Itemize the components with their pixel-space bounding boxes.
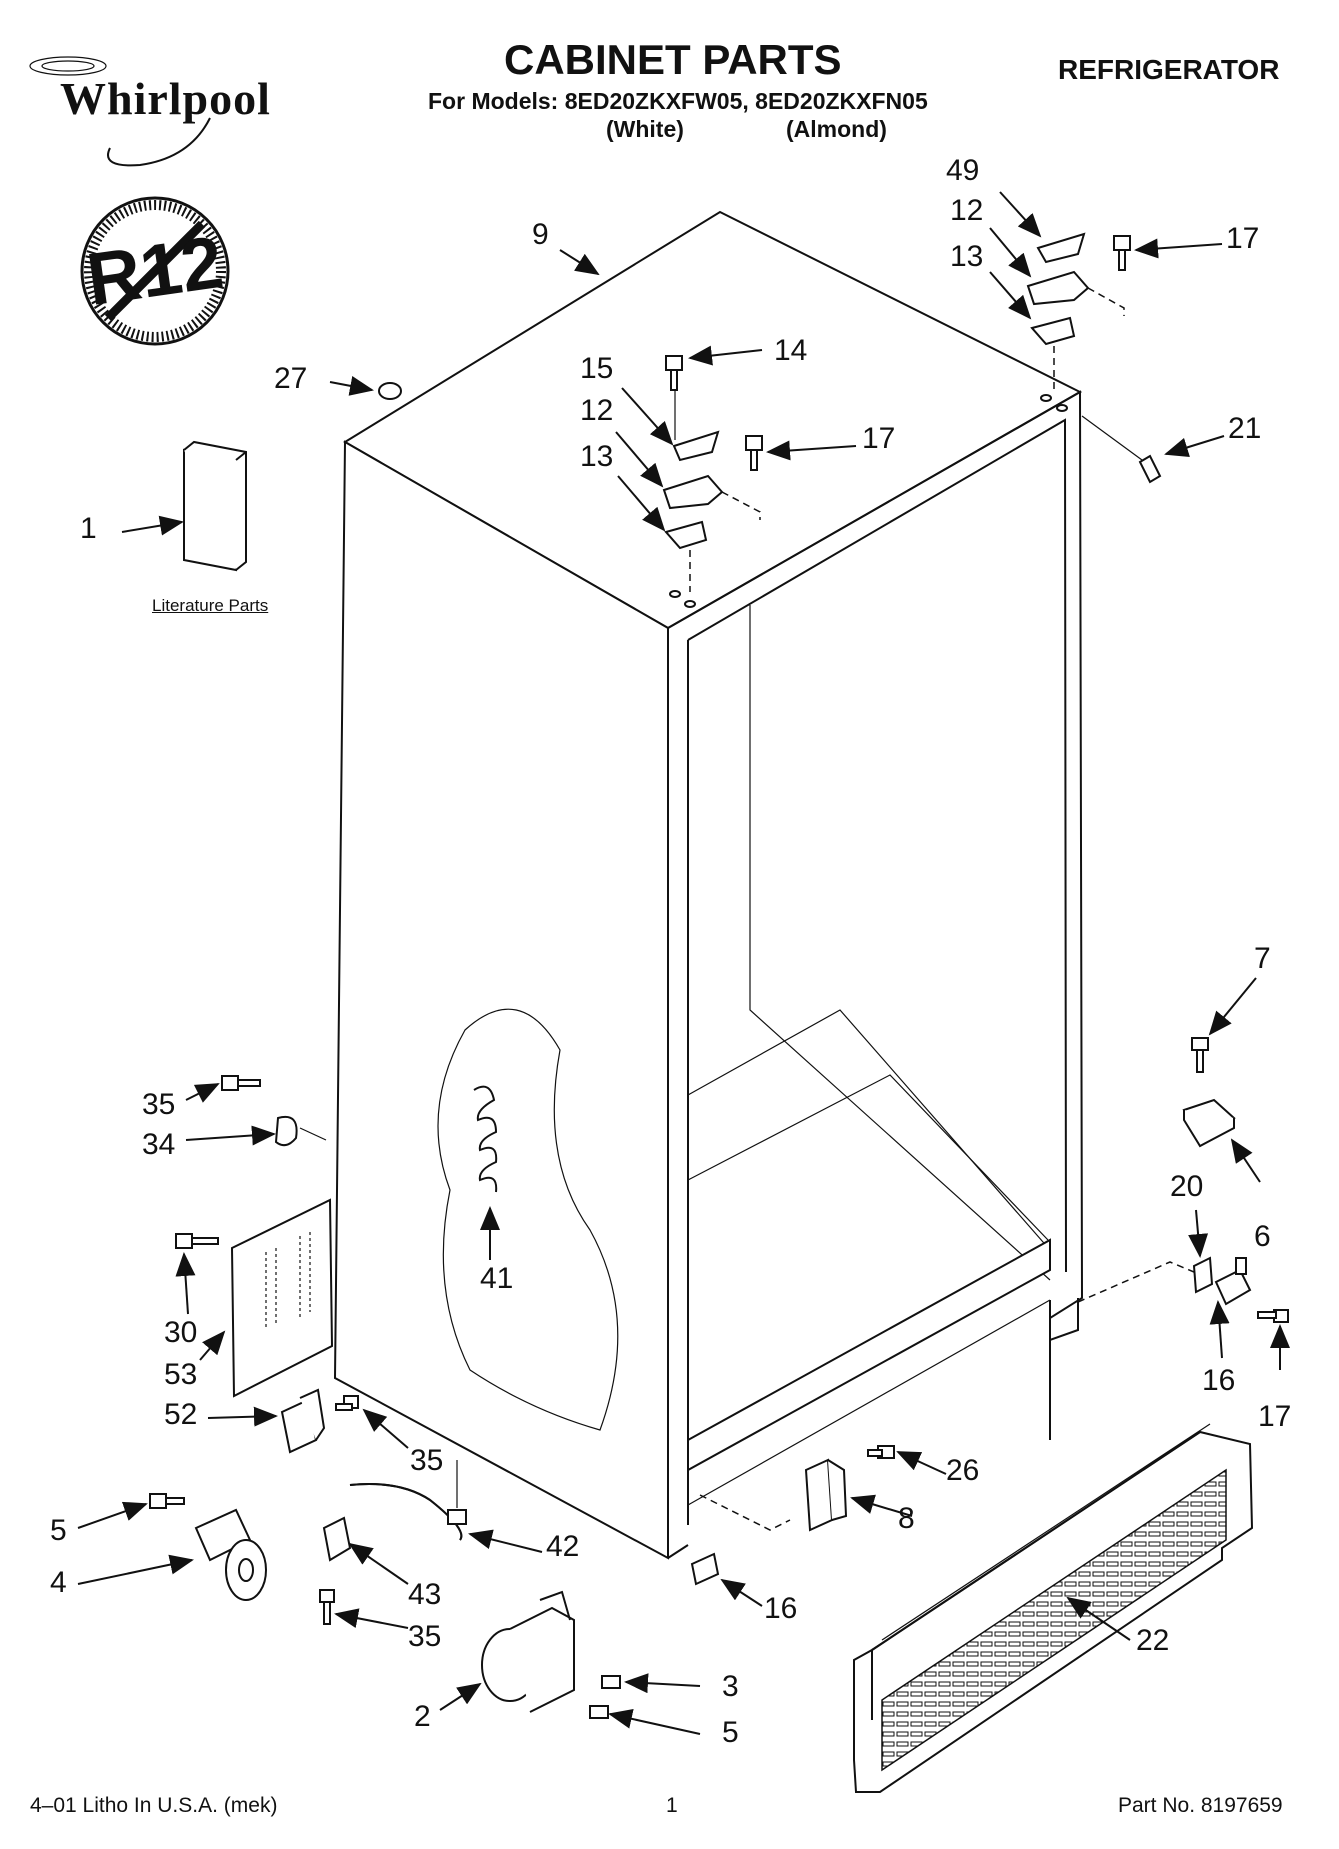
footer-part-number: Part No. 8197659 [1118,1794,1283,1817]
callout-43: 43 [408,1578,442,1611]
callout-13-right: 13 [950,240,984,273]
callout-30: 30 [164,1316,198,1349]
lower-brackets [690,1445,895,1586]
callout-2: 2 [414,1700,431,1733]
no-r12-icon: R12 [80,196,230,346]
callout-6: 6 [1254,1220,1271,1253]
callout-34: 34 [142,1128,176,1161]
footer-page-number: 1 [666,1794,678,1817]
appliance-category: REFRIGERATOR [1058,54,1280,85]
plug-icon [378,382,402,400]
callout-17-bottom: 17 [1258,1400,1292,1433]
callout-13-left: 13 [580,440,614,473]
callout-49: 49 [946,154,980,187]
callout-12-right: 12 [950,194,984,227]
callout-20: 20 [1170,1170,1204,1203]
roller-assembly [149,1493,267,1601]
callout-14: 14 [774,334,808,367]
callout-8: 8 [898,1502,915,1535]
leader-arrows [77,191,1290,1735]
base-grille [853,1423,1254,1793]
right-hinge-parts [1077,1037,1289,1323]
literature-parts-caption: Literature Parts [152,596,269,615]
callout-7: 7 [1254,942,1271,975]
footer-print-info: 4–01 Litho In U.S.A. (mek) [30,1794,278,1817]
models-line: For Models: 8ED20ZKXFW05, 8ED20ZKXFN05 [428,88,928,114]
callout-17-top: 17 [1226,222,1260,255]
water-tube-assembly [319,1460,467,1625]
cord-clip-parts [221,1075,327,1147]
cabinet-body [333,210,1084,1560]
front-roller-bracket [481,1590,621,1719]
callout-1: 1 [80,512,97,545]
callout-5-left: 5 [50,1514,67,1547]
callout-26: 26 [946,1454,980,1487]
callout-12-left: 12 [580,394,614,427]
callout-41: 41 [480,1262,514,1295]
callout-53: 53 [164,1358,198,1391]
callout-27: 27 [274,362,308,395]
color-almond-label: (Almond) [786,116,887,142]
top-hinge-left [662,355,763,592]
literature-booklet-icon [183,440,247,572]
water-tube-coil [473,1085,498,1193]
callout-52: 52 [164,1398,198,1431]
callout-22: 22 [1136,1624,1170,1657]
page-title: CABINET PARTS [504,36,842,83]
svg-text:R12: R12 [82,220,228,321]
callout-9: 9 [532,218,549,251]
callout-35-mid: 35 [410,1444,444,1477]
callout-3: 3 [722,1670,739,1703]
callout-35-top: 35 [142,1088,176,1121]
callout-17-mid: 17 [862,422,896,455]
callout-5-bottom: 5 [722,1716,739,1749]
whirlpool-logo-icon [29,56,211,167]
callout-16-bottom: 16 [764,1592,798,1625]
callout-4: 4 [50,1566,67,1599]
callout-35-bottom: 35 [408,1620,442,1653]
brand-logo-text: Whirlpool [60,73,271,124]
callout-42: 42 [546,1530,580,1563]
top-hinge-right [1026,232,1131,392]
color-white-label: (White) [606,116,684,142]
callout-15: 15 [580,352,614,385]
bracket-parts [280,1388,359,1454]
callout-16-right: 16 [1202,1364,1236,1397]
door-stop-icon [1138,454,1162,484]
access-cover-panel [175,1198,334,1398]
callout-21: 21 [1228,412,1262,445]
